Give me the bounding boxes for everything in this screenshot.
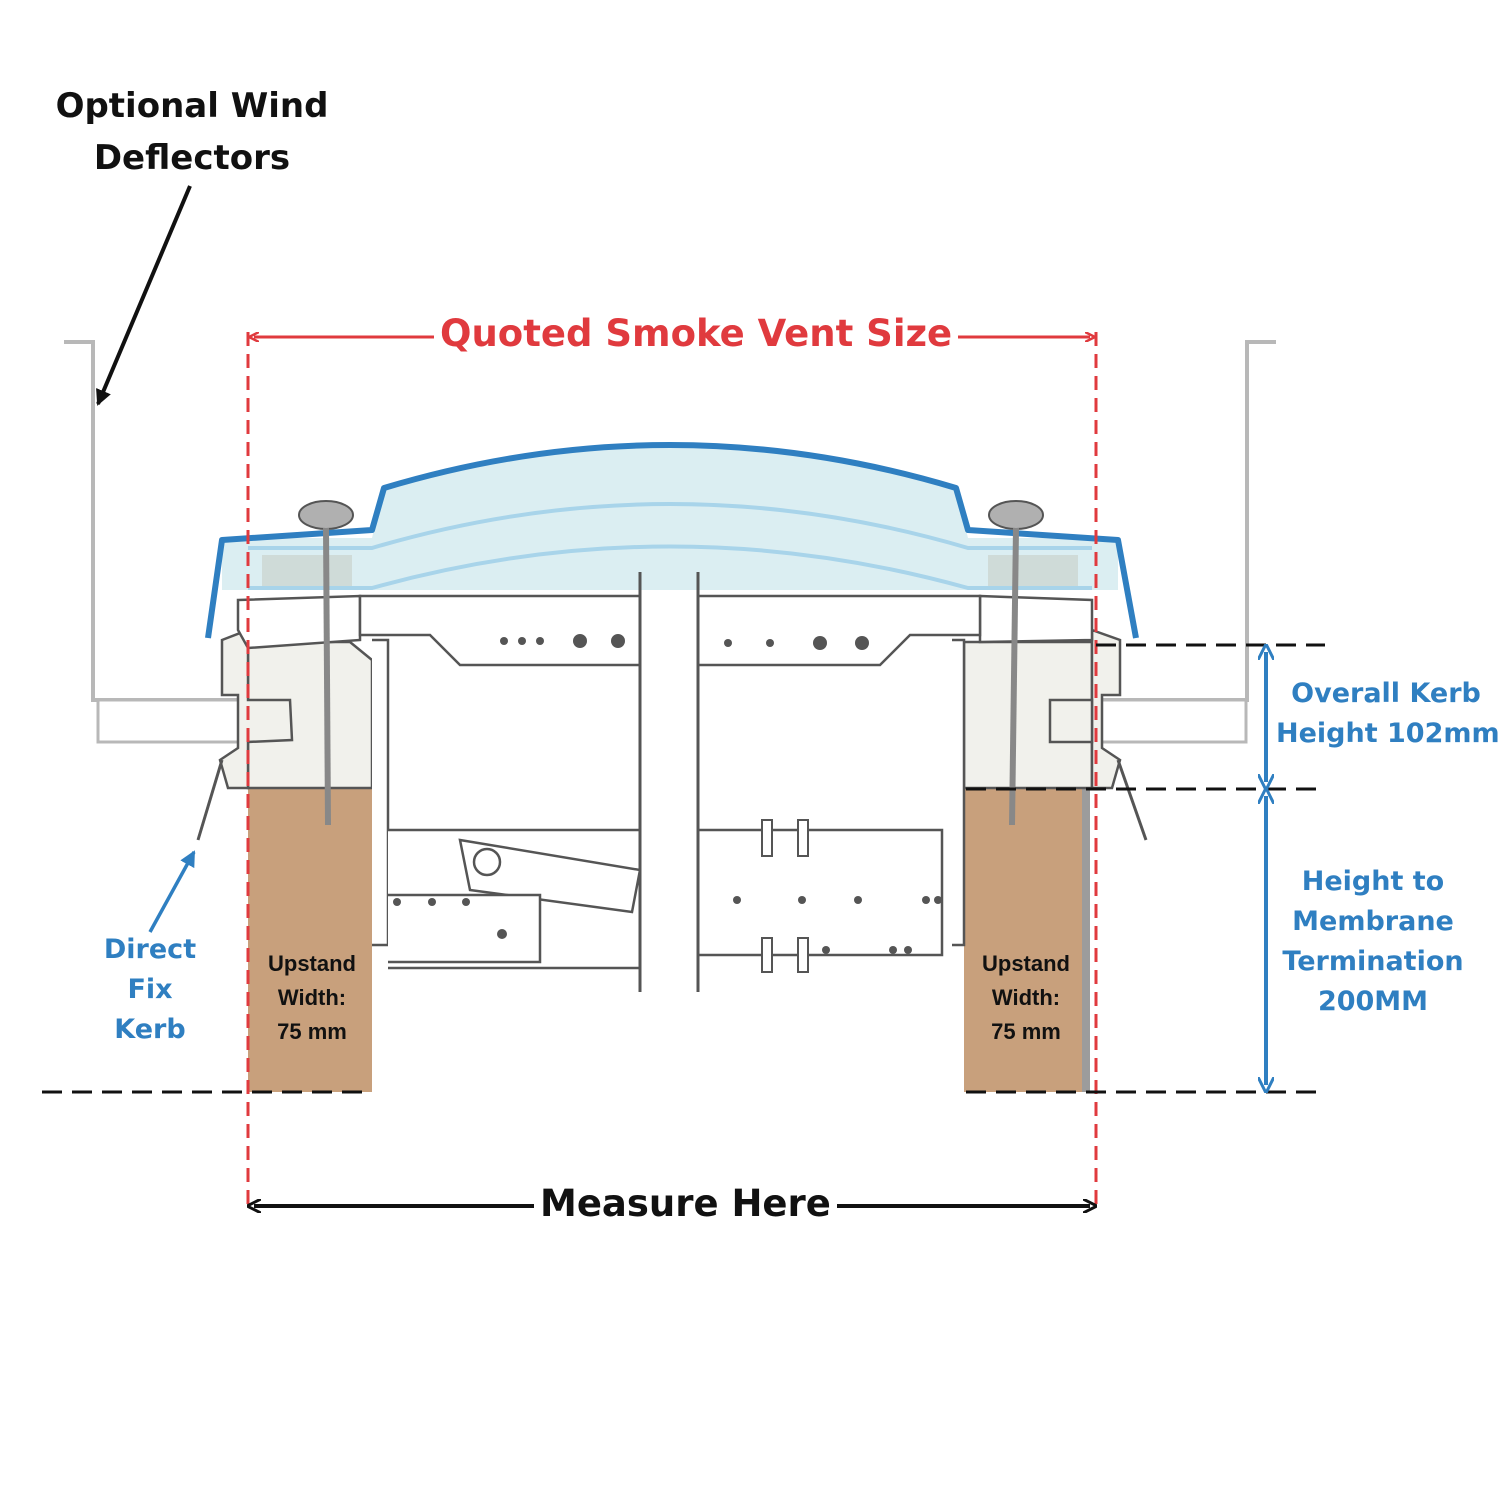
membrane-height-label: Height to Membrane Termination 200MM [1282, 866, 1464, 1017]
upstand-width-left-label: Upstand Width: 75 mm [268, 951, 356, 1044]
vent-size-guides [246, 332, 1098, 1212]
upstand-width-right-label: Upstand Width: 75 mm [982, 951, 1070, 1044]
direct-fix-leader [148, 850, 196, 933]
roof-deck [96, 698, 1248, 744]
break-line [638, 572, 700, 992]
fixing-screws [298, 500, 1044, 826]
wind-deflectors-label: Optional Wind Deflectors [55, 86, 329, 178]
mechanism-studs [761, 819, 809, 973]
direct-fix-kerb-label: Direct Fix Kerb [103, 934, 197, 1045]
vent-size-label: Quoted Smoke Vent Size [434, 312, 959, 355]
overall-kerb-label: Overall Kerb Height 102mm [1276, 678, 1500, 749]
kerb-profiles [218, 628, 1122, 790]
level-lines [42, 643, 1325, 1094]
actuator-mechanism [358, 594, 982, 970]
wind-deflector-leader [96, 185, 192, 406]
timber-upstands [248, 788, 1090, 1092]
kerb-flashings [196, 759, 1148, 841]
measure-here-label: Measure Here [534, 1182, 837, 1225]
dome-glazing [205, 442, 1139, 639]
mechanism-bolts [393, 634, 942, 954]
